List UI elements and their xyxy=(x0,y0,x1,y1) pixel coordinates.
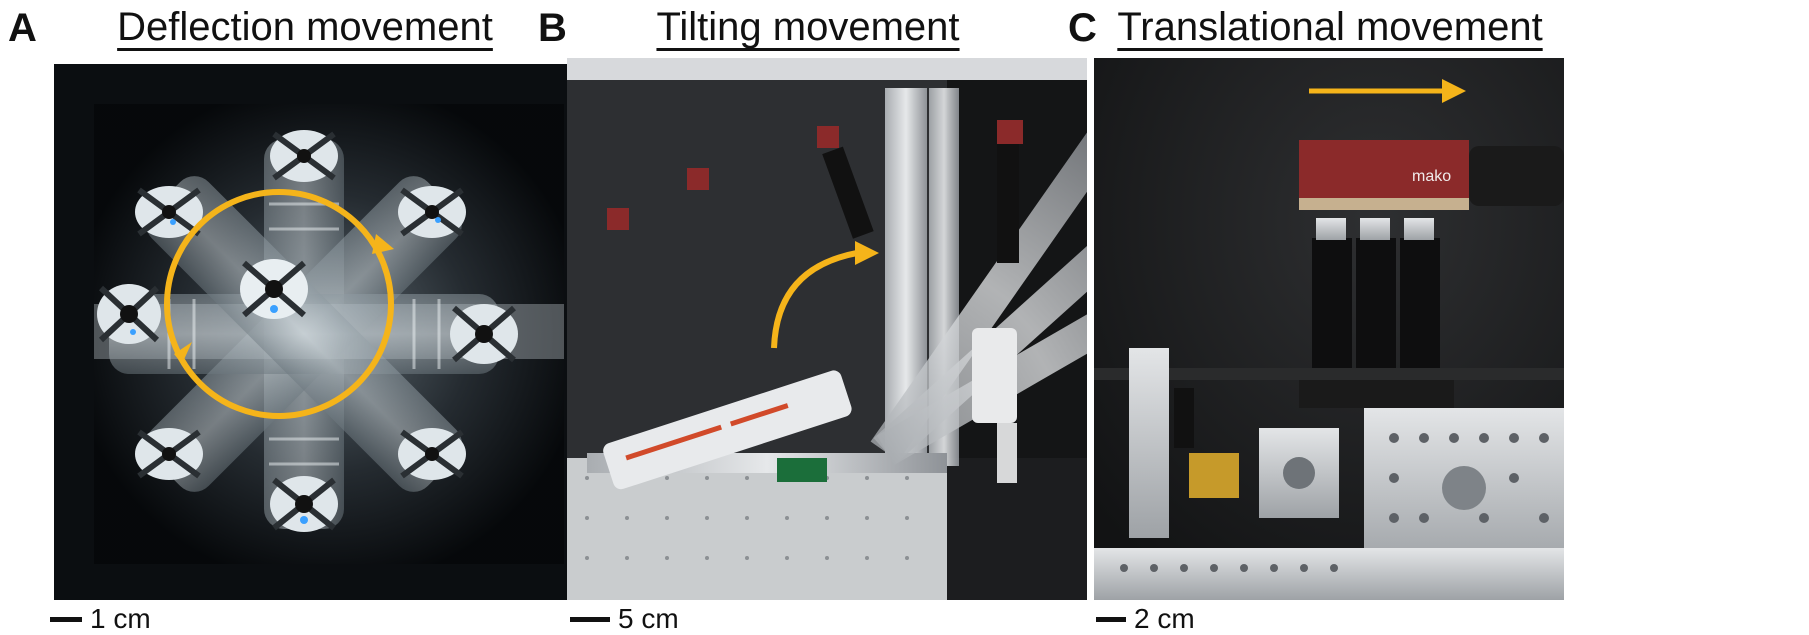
scale-bar-line xyxy=(570,616,610,622)
scale-bar-b: 5 cm xyxy=(570,605,679,633)
photo-tilting xyxy=(567,58,1087,600)
panel-c: C Translational movement mako xyxy=(1068,0,1809,635)
panel-title-a: Deflection movement xyxy=(117,5,493,49)
scale-bar-c: 2 cm xyxy=(1096,605,1195,633)
panel-letter-b: B xyxy=(538,6,567,50)
panel-letter-a: A xyxy=(8,6,37,50)
scale-bar-a: 1 cm xyxy=(50,605,151,633)
scale-label: 5 cm xyxy=(618,603,679,634)
panel-a: A Deflection movement xyxy=(0,0,604,635)
camera-brand-text: mako xyxy=(1412,168,1451,185)
panel-title-c: Translational movement xyxy=(1117,5,1543,49)
panel-title-b: Tilting movement xyxy=(656,5,960,49)
panel-b: B Tilting movement xyxy=(538,0,1090,635)
scale-bar-line xyxy=(1096,616,1126,622)
photo-deflection xyxy=(54,64,604,600)
scale-bar-line xyxy=(50,616,82,622)
scale-label: 1 cm xyxy=(90,603,151,634)
scale-label: 2 cm xyxy=(1134,603,1195,634)
panel-letter-c: C xyxy=(1068,6,1097,50)
photo-translational: mako xyxy=(1094,58,1564,600)
